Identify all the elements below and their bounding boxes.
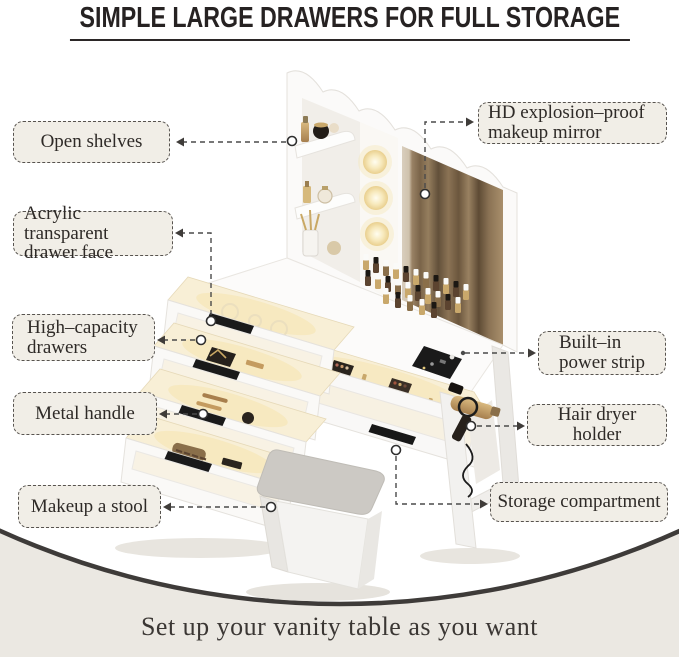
bottom-caption: Set up your vanity table as you want (140, 612, 539, 641)
page-title: SIMPLE LARGE DRAWERS FOR FULL STORAGE (0, 2, 679, 41)
drawer-4 (120, 414, 313, 533)
holder-ring (457, 396, 479, 418)
label-line: High–capacity (27, 316, 138, 338)
label-makeup-a-stool: Makeup a stool (18, 485, 161, 528)
label-line: drawers (27, 336, 88, 358)
hair-dryer (448, 382, 501, 498)
shelf-top (294, 130, 356, 159)
label-metal-handle: Metal handle (13, 392, 157, 435)
led-bulb (365, 222, 389, 246)
marker-stool (265, 501, 277, 513)
label-acrylic-transparent-drawer-face: Acrylic transparent drawer face (13, 203, 173, 263)
led-bulb (364, 186, 388, 210)
label-line: power strip (559, 352, 646, 373)
label-line: drawer face (24, 242, 114, 264)
connector-storage (395, 456, 480, 505)
makeup-stool (256, 449, 385, 590)
callout-connectors (163, 121, 528, 508)
label-high-capacity-drawers: High–capacity drawers (12, 314, 155, 361)
label-line: Acrylic transparent (24, 202, 109, 244)
label-line: HD explosion–proof (488, 102, 645, 124)
storage-compartment-opening (468, 400, 500, 484)
callout-arrowheads (157, 117, 536, 512)
vanity-led-lights (358, 122, 398, 305)
label-open-shelves: Open shelves (13, 121, 170, 163)
label-line: Metal handle (35, 402, 135, 424)
marker-power-strip (460, 350, 466, 356)
power-strip (412, 346, 462, 379)
dryer-handle (451, 414, 472, 442)
marker-high-capacity (195, 334, 207, 346)
led-bulb (363, 150, 387, 174)
connector-mirror (424, 121, 464, 188)
shelf-cosmetics (300, 116, 341, 257)
marker-mirror (419, 188, 431, 200)
label-storage-compartment: Storage compartment (490, 482, 668, 522)
dryer-cord (462, 443, 474, 498)
label-line: Built–in (559, 332, 622, 354)
drawer-handle (206, 313, 254, 334)
marker-hair-dryer (465, 420, 477, 432)
connector-acrylic-face (181, 232, 212, 315)
label-built-in-power-strip: Built–in power strip (538, 331, 666, 375)
marker-metal-handle (197, 408, 209, 420)
wide-drawer-handle (368, 424, 416, 445)
marker-open-shelves (286, 135, 298, 147)
drawer-handle (164, 451, 212, 472)
right-leg-frame (439, 345, 521, 549)
stool-right (358, 511, 382, 589)
stool-cushion (256, 449, 385, 515)
drawer-handle (192, 359, 240, 380)
open-shelves (294, 116, 356, 257)
label-line: Makeup a stool (30, 495, 149, 517)
label-line: Storage compartment (497, 491, 661, 513)
label-line: Hair dryer holder (557, 404, 637, 445)
label-hd-mirror: HD explosion–proof makeup mirror (478, 102, 667, 144)
label-hair-dryer-holder: Hair dryer holder (527, 404, 667, 446)
holder-bracket (448, 382, 464, 395)
marker-storage (390, 444, 402, 456)
front-leg (439, 391, 477, 549)
callout-point-markers (195, 135, 477, 513)
label-line: Open shelves (40, 131, 143, 153)
marker-acrylic-face (205, 315, 217, 327)
page-title-text: SIMPLE LARGE DRAWERS FOR FULL STORAGE (69, 2, 630, 41)
label-line: makeup mirror (488, 122, 602, 143)
